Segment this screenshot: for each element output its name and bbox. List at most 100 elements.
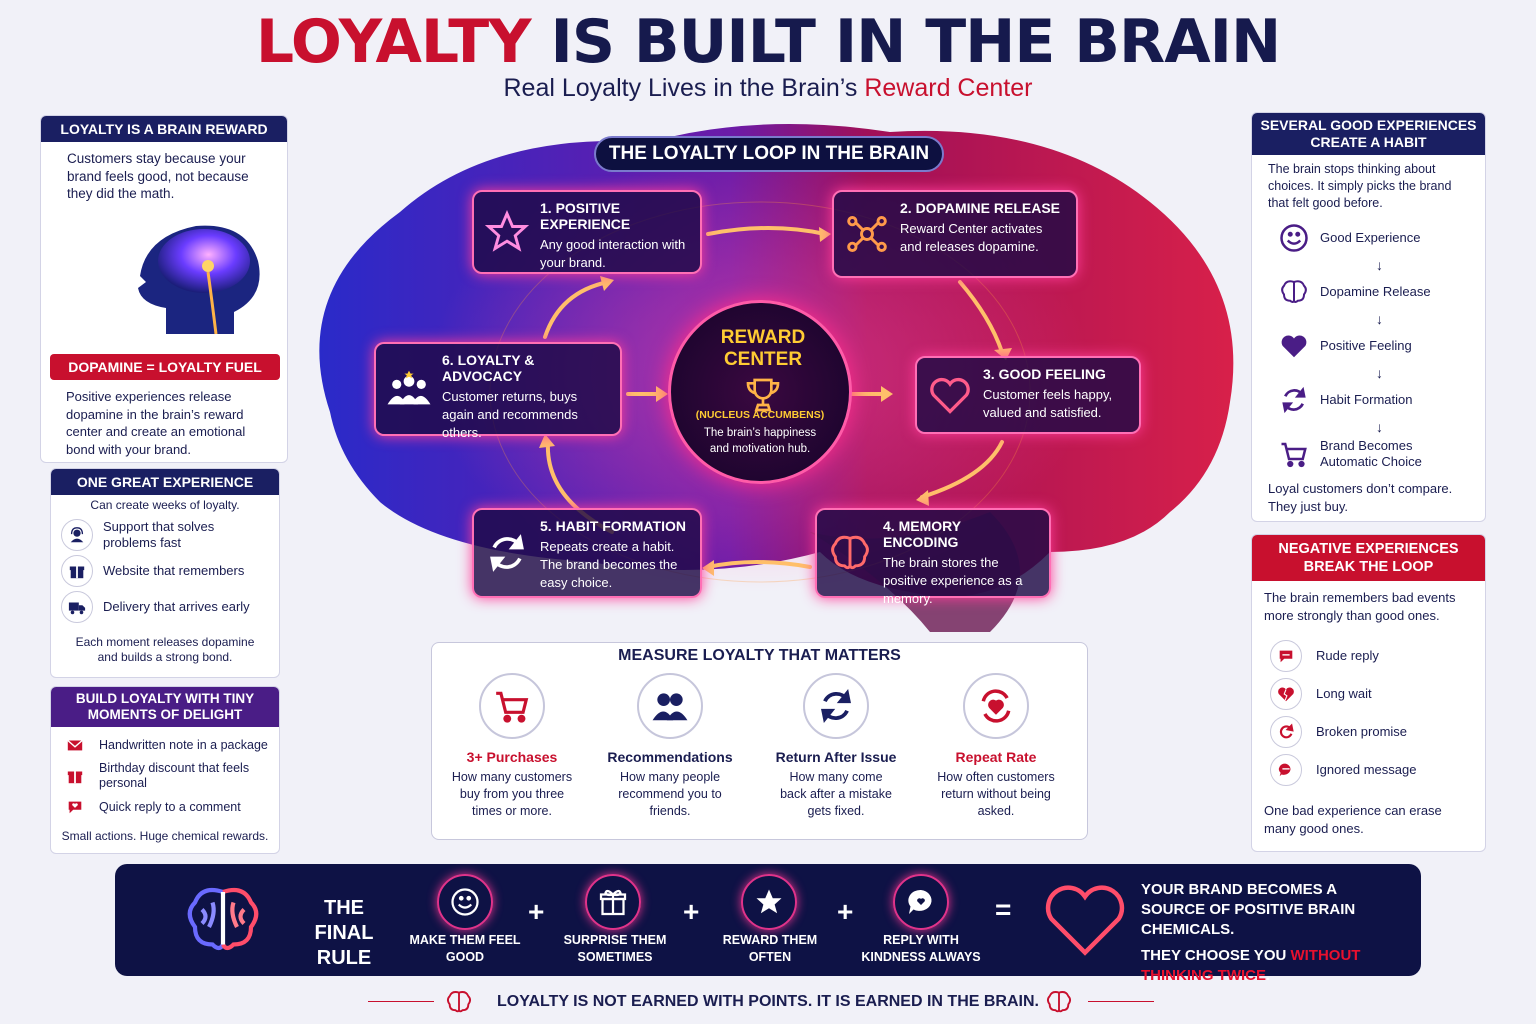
flow-label: Positive Feeling [1320,338,1412,353]
step-desc: Customer returns, buys again and recomme… [442,389,578,440]
panel-footnote: Each moment releases dopamine and builds… [75,635,255,664]
final-result: YOUR BRAND BECOMES A SOURCE OF POSITIVE … [1141,880,1401,986]
panel-footnote: Small actions. Huge chemical rewards. [61,829,269,843]
gift-icon [61,555,93,587]
flow-label: Habit Formation [1320,392,1413,407]
panel-subtext: Can create weeks of loyalty. [90,498,240,512]
support-icon [61,519,93,551]
loop-step-habit-formation: 5. HABIT FORMATION Repeats create a habit… [472,508,702,598]
brain-icon [827,518,873,588]
smile-icon [1278,222,1310,254]
negative-list: Rude reply Long wait Broken promise Igno… [1252,632,1485,794]
panel-brain-reward: LOYALTY IS A BRAIN REWARD Customers stay… [40,115,288,463]
great-list: Support that solves problems fast Websit… [51,513,279,629]
subtitle-highlight: Reward Center [864,74,1033,102]
gift-icon [585,874,641,930]
star-icon [741,874,797,930]
list-item: Birthday discount that feels personal [61,761,269,791]
panel-great-experience: ONE GREAT EXPERIENCE Can create weeks of… [50,468,280,678]
down-arrow-icon: ↓ [1376,365,1383,381]
step-desc: Any good interaction with your brand. [540,237,686,270]
list-item-label: Ignored message [1316,762,1417,777]
list-item: Broken promise [1270,716,1467,748]
angry-chat-icon [1270,640,1302,672]
panel-negative: NEGATIVE EXPERIENCES BREAK THE LOOP The … [1251,534,1486,852]
panel-footnote: One bad experience can erase many good o… [1264,803,1442,836]
final-result-line: YOUR BRAND BECOMES A SOURCE OF POSITIVE … [1141,881,1356,938]
list-item-label: Birthday discount that feels personal [99,761,250,790]
flow-item: Dopamine Release [1278,276,1459,308]
trophy-icon [746,378,780,412]
step-desc: Customer feels happy, valued and satisfi… [983,387,1113,420]
metric-title: Recommendations [607,749,733,765]
metric-desc: How many come back after a mistake gets … [780,770,892,818]
repeat-heart-icon [963,673,1029,739]
brain-icon [446,991,472,1013]
step-desc: The brain stores the positive experience… [883,555,1023,606]
gift-icon [61,762,89,790]
step-title: 1. POSITIVE EXPERIENCE [540,200,631,232]
message-icon [1270,754,1302,786]
metric-desc: How often customers return without being… [937,770,1055,818]
step-desc: Reward Center activates and releases dop… [900,221,1043,254]
metric-title: Repeat Rate [955,749,1037,765]
list-item: Handwritten note in a package [61,731,269,759]
brain-icon [187,887,259,951]
page-title: LOYALTY IS BUILT IN THE BRAIN [0,6,1536,78]
footer-text: LOYALTY IS NOT EARNED WITH POINTS. IT IS… [497,993,1039,1010]
people-icon [386,352,432,426]
measure-loyalty-panel: MEASURE LOYALTY THAT MATTERS 3+ Purchase… [431,642,1088,840]
final-result-text: THEY CHOOSE YOU [1141,947,1291,964]
down-arrow-icon: ↓ [1376,419,1383,435]
step-title: 3. GOOD FEELING [983,366,1106,382]
refresh-icon [803,673,869,739]
final-item-label: SURPRISE THEM SOMETIMES [563,933,667,964]
list-item-label: Broken promise [1316,724,1408,739]
metric-title: Return After Issue [775,749,897,765]
broken-promise-icon [1270,716,1302,748]
list-item: Quick reply to a comment [61,793,269,821]
loop-step-good-feeling: 3. GOOD FEELING Customer feels happy, val… [915,356,1141,434]
title-rest: IS BUILT IN THE BRAIN [530,7,1281,77]
loop-step-positive-experience: 1. POSITIVE EXPERIENCE Any good interacti… [472,190,702,274]
metric-recommendations: Recommendations How many people recommen… [590,673,750,820]
plus-sign: + [837,896,854,927]
panel-heading-dopamine: DOPAMINE = LOYALTY FUEL [50,354,280,380]
flow-item: Good Experience [1278,222,1459,254]
panel-heading: LOYALTY IS A BRAIN REWARD [41,116,287,142]
final-result-line2: THEY CHOOSE YOU WITHOUT THINKING TWICE. [1141,946,1401,986]
down-arrow-icon: ↓ [1376,311,1383,327]
reward-center-desc: The brain’s happiness and motivation hub… [703,427,817,455]
flow-label: Dopamine Release [1320,284,1431,299]
head-brain-icon [138,225,260,335]
heart-icon [1278,330,1310,362]
list-item-label: Support that solves problems fast [103,519,215,550]
metric-desc: How many people recommend you to friends… [618,770,722,818]
step-desc: Repeats create a habit. The brand become… [540,539,678,590]
metric-purchases: 3+ Purchases How many customers buy from… [432,673,592,820]
subtitle-text: Real Loyalty Lives in the Brain’s [503,74,865,102]
refresh-icon [1278,384,1310,416]
list-item: Long wait [1270,678,1467,710]
metric-repeat-rate: Repeat Rate How often customers return w… [916,673,1076,820]
heart-icon [927,366,973,424]
flow-label: Brand Becomes Automatic Choice [1320,438,1422,469]
loop-step-dopamine-release: 2. DOPAMINE RELEASE Reward Center activat… [832,190,1078,278]
panel-heading: SEVERAL GOOD EXPERIENCES CREATE A HABIT [1252,113,1485,155]
flow-item: Habit Formation [1278,384,1459,416]
chat-heart-icon [61,793,89,821]
loop-arrows [539,226,1012,576]
brain-icon [1046,991,1072,1013]
step-title: 5. HABIT FORMATION [540,518,686,534]
step-title: 2. DOPAMINE RELEASE [900,200,1060,216]
metric-title: 3+ Purchases [466,749,558,765]
panel-heading: ONE GREAT EXPERIENCE [51,469,279,495]
list-item: Delivery that arrives early [61,591,269,623]
final-item-label: MAKE THEM FEEL GOOD [409,933,521,964]
down-arrow-icon: ↓ [1376,257,1383,273]
final-item-label: REPLY WITH KINDNESS ALWAYS [861,933,981,964]
plus-sign: + [528,896,545,927]
list-item-label: Delivery that arrives early [103,599,250,614]
reward-center-subtitle: (NUCLEUS ACCUMBENS) [695,409,825,421]
